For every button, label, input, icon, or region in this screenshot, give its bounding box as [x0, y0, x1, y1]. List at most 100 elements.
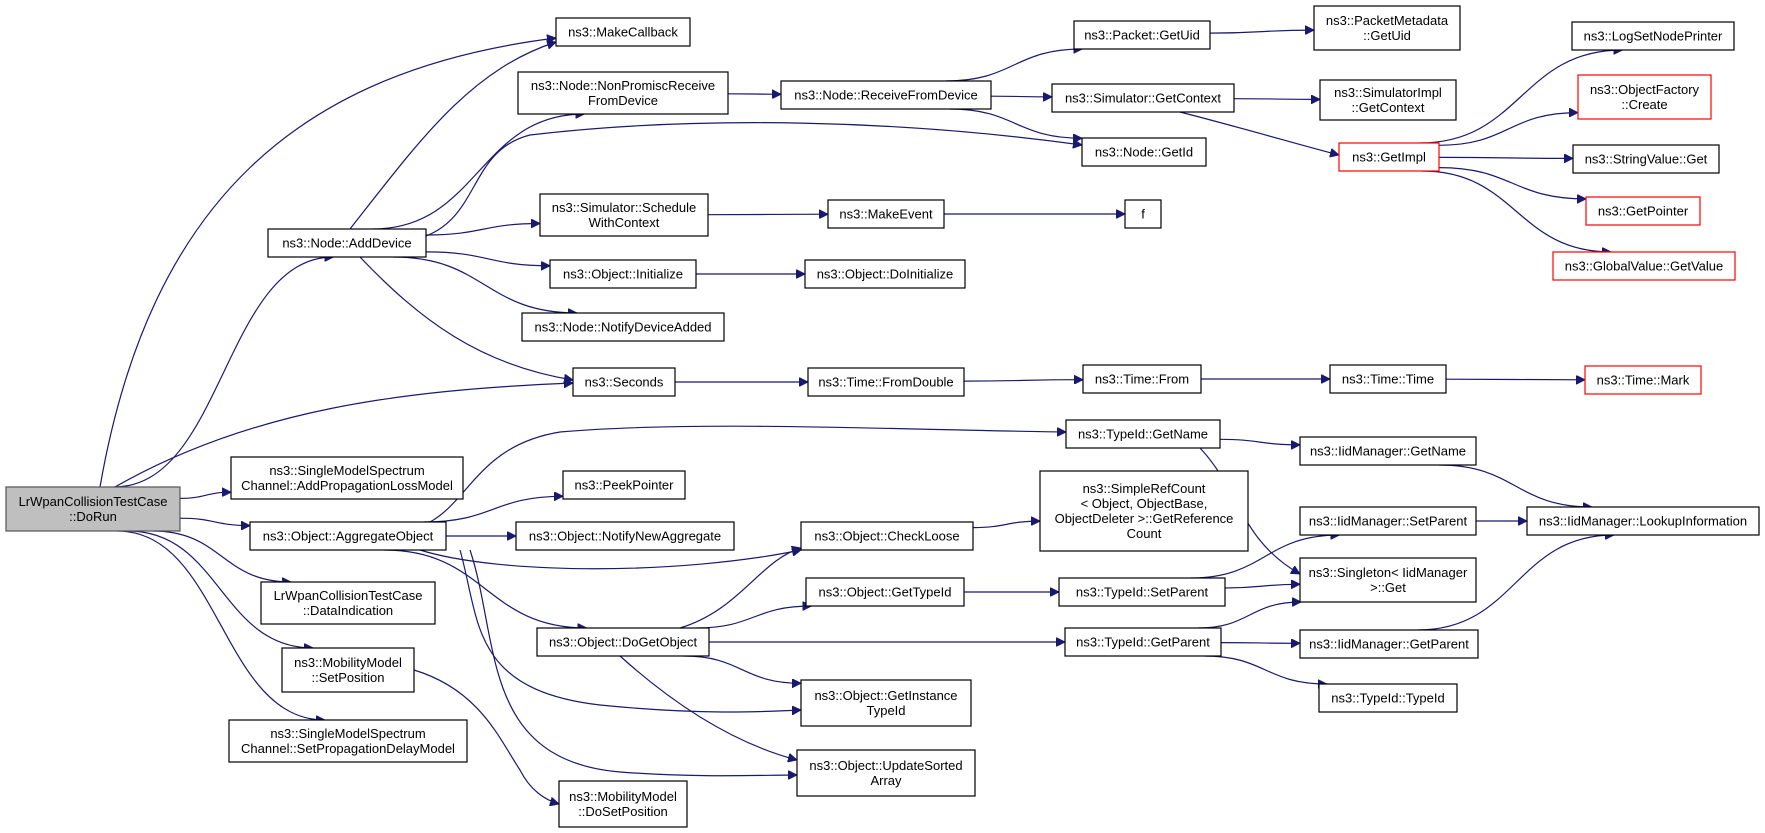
- node-makecallback[interactable]: ns3::MakeCallback: [555, 17, 691, 47]
- edge-dorun-to-addpropagationlossmodel: [179, 492, 231, 499]
- node-mobilitydosetposition[interactable]: ns3::MobilityModel::DoSetPosition: [558, 780, 688, 828]
- node-objectdoinitialize[interactable]: ns3::Object::DoInitialize: [804, 259, 966, 289]
- edge-aggregateobject-to-checkloose: [419, 550, 801, 570]
- edge-schedulewithcontext-to-makeevent: [707, 214, 828, 215]
- node-objectinitialize[interactable]: ns3::Object::Initialize: [549, 259, 697, 289]
- node-seconds[interactable]: ns3::Seconds: [572, 367, 676, 397]
- node-box: [517, 71, 729, 115]
- edge-iidmanagergetparent-to-lookupinformation: [1417, 535, 1614, 631]
- node-iidmanagergetparent[interactable]: ns3::IidManager::GetParent: [1299, 629, 1479, 659]
- node-label-line: ns3::Packet::GetUid: [1084, 28, 1200, 43]
- node-datainidication[interactable]: LrWpanCollisionTestCase::DataIndication: [260, 581, 436, 625]
- node-dogetobject[interactable]: ns3::Object::DoGetObject: [536, 627, 710, 657]
- node-lookupinformation[interactable]: ns3::IidManager::LookupInformation: [1526, 506, 1760, 536]
- node-timetime[interactable]: ns3::Time::Time: [1329, 364, 1447, 394]
- node-mobilitysetposition[interactable]: ns3::MobilityModel::SetPosition: [281, 647, 415, 693]
- edge-dorun-to-nodeadddevice: [113, 257, 334, 488]
- node-label-line: ns3::GlobalValue::GetValue: [1565, 259, 1724, 274]
- node-label-line: ::DoSetPosition: [578, 804, 668, 819]
- node-label-line: ::SetPosition: [312, 670, 385, 685]
- node-f[interactable]: f: [1124, 199, 1162, 229]
- edge-packetgetuid-to-packetmetadatagetuid: [1209, 30, 1314, 33]
- node-iidmanagergetname[interactable]: ns3::IidManager::GetName: [1299, 436, 1477, 466]
- node-packetmetadatagetuid[interactable]: ns3::PacketMetadata::GetUid: [1313, 5, 1461, 51]
- node-box: [562, 470, 686, 500]
- node-label-line: LrWpanCollisionTestCase: [274, 588, 423, 603]
- node-label-line: ns3::TypeId::TypeId: [1331, 691, 1444, 706]
- node-addpropagationlossmodel[interactable]: ns3::SingleModelSpectrumChannel::AddProp…: [230, 456, 464, 500]
- edge-timefromdouble-to-timefrom: [963, 380, 1083, 381]
- node-stringvalueget[interactable]: ns3::StringValue::Get: [1572, 144, 1720, 174]
- node-typeidgetname[interactable]: ns3::TypeId::GetName: [1065, 419, 1221, 449]
- node-box: [1299, 629, 1479, 659]
- node-singletonget[interactable]: ns3::Singleton< IidManager >::Get: [1299, 557, 1477, 603]
- node-typeidsetparent[interactable]: ns3::TypeId::SetParent: [1058, 577, 1226, 607]
- node-box: [260, 581, 436, 625]
- node-setpropagationdelaymodel[interactable]: ns3::SingleModelSpectrumChannel::SetProp…: [228, 719, 468, 763]
- node-nodeadddevice[interactable]: ns3::Node::AddDevice: [267, 228, 427, 258]
- node-label-line: ns3::Time::Time: [1342, 372, 1434, 387]
- edge-nodeadddevice-to-objectinitialize: [425, 251, 550, 266]
- node-aggregateobject[interactable]: ns3::Object::AggregateObject: [249, 521, 447, 551]
- node-box: [555, 17, 691, 47]
- node-globalvaluegetvalue[interactable]: ns3::GlobalValue::GetValue: [1552, 251, 1736, 281]
- node-box: [1051, 83, 1235, 113]
- node-checkloose[interactable]: ns3::Object::CheckLoose: [800, 521, 974, 551]
- node-label-line: ns3::SimpleRefCount: [1083, 481, 1206, 496]
- node-box: [1058, 577, 1226, 607]
- node-box: [800, 679, 972, 727]
- node-typeidtypeid[interactable]: ns3::TypeId::TypeId: [1318, 683, 1458, 713]
- node-box: [1299, 436, 1477, 466]
- edge-aggregateobject-to-updatesortedarray: [469, 549, 797, 776]
- node-dorun[interactable]: LrWpanCollisionTestCase::DoRun: [5, 486, 181, 532]
- edge-dorun-to-datainidication: [152, 530, 291, 582]
- edge-typeidsetparent-to-iidmanagersetparent: [1190, 535, 1340, 579]
- node-label-line: ns3::Time::From: [1095, 372, 1189, 387]
- node-getimpl[interactable]: ns3::GetImpl: [1338, 142, 1440, 172]
- node-box: [1299, 557, 1477, 603]
- edge-nodeadddevice-to-schedulewithcontext: [425, 224, 540, 236]
- node-notifynewaggregate[interactable]: ns3::Object::NotifyNewAggregate: [515, 521, 735, 551]
- node-iidmanagersetparent[interactable]: ns3::IidManager::SetParent: [1299, 506, 1477, 536]
- node-label-line: < Object, ObjectBase,: [1081, 496, 1208, 511]
- edge-simgetcontext-to-getimpl: [1179, 111, 1339, 155]
- node-notifydeviceadded[interactable]: ns3::Node::NotifyDeviceAdded: [521, 312, 725, 342]
- node-simimplgetcontext[interactable]: ns3::SimulatorImpl::GetContext: [1319, 79, 1457, 121]
- node-label-line: ns3::LogSetNodePrinter: [1584, 29, 1723, 44]
- edge-dorun-to-makecallback: [99, 38, 556, 488]
- edge-aggregateobject-to-peekpointer: [423, 496, 563, 523]
- edge-typeidgetparent-to-singletonget: [1198, 602, 1301, 629]
- edge-aggregateobject-to-getinstancetypeid: [459, 549, 801, 712]
- node-box: [1065, 419, 1221, 449]
- node-makeevent[interactable]: ns3::MakeEvent: [827, 199, 945, 229]
- node-label-line: Channel::AddPropagationLossModel: [241, 478, 453, 493]
- node-label-line: ns3::Singleton< IidManager: [1309, 565, 1468, 580]
- edge-dogetobject-to-getinstancetypeid: [683, 655, 801, 683]
- node-timemark[interactable]: ns3::Time::Mark: [1584, 365, 1702, 395]
- node-label-line: ns3::Time::Mark: [1597, 373, 1690, 388]
- nodes-layer: LrWpanCollisionTestCase::DoRun ns3::MakeC…: [5, 5, 1760, 828]
- node-objectfactorycreate[interactable]: ns3::ObjectFactory::Create: [1577, 74, 1712, 120]
- node-nodegetid[interactable]: ns3::Node::GetId: [1081, 137, 1207, 167]
- node-receivefromdevice[interactable]: ns3::Node::ReceiveFromDevice: [780, 80, 992, 110]
- node-box: [1585, 196, 1701, 226]
- node-simplerefcount[interactable]: ns3::SimpleRefCount< Object, ObjectBase,…: [1039, 470, 1249, 552]
- node-timefromdouble[interactable]: ns3::Time::FromDouble: [807, 367, 965, 397]
- node-box: [1313, 5, 1461, 51]
- node-peekpointer[interactable]: ns3::PeekPointer: [562, 470, 686, 500]
- node-label-line: ns3::PacketMetadata: [1326, 13, 1449, 28]
- node-simgetcontext[interactable]: ns3::Simulator::GetContext: [1051, 83, 1235, 113]
- edge-typeidgetparent-to-iidmanagergetparent: [1220, 643, 1300, 644]
- node-typeidgetparent[interactable]: ns3::TypeId::GetParent: [1064, 627, 1222, 657]
- node-objectgettypeid[interactable]: ns3::Object::GetTypeId: [805, 577, 965, 607]
- edge-simgetcontext-to-simimplgetcontext: [1233, 99, 1320, 100]
- node-packetgetuid[interactable]: ns3::Packet::GetUid: [1073, 20, 1211, 50]
- node-logsetnodeprinter[interactable]: ns3::LogSetNodePrinter: [1571, 21, 1735, 51]
- node-timefrom[interactable]: ns3::Time::From: [1082, 364, 1202, 394]
- node-getpointer[interactable]: ns3::GetPointer: [1585, 196, 1701, 226]
- node-box: [558, 780, 688, 828]
